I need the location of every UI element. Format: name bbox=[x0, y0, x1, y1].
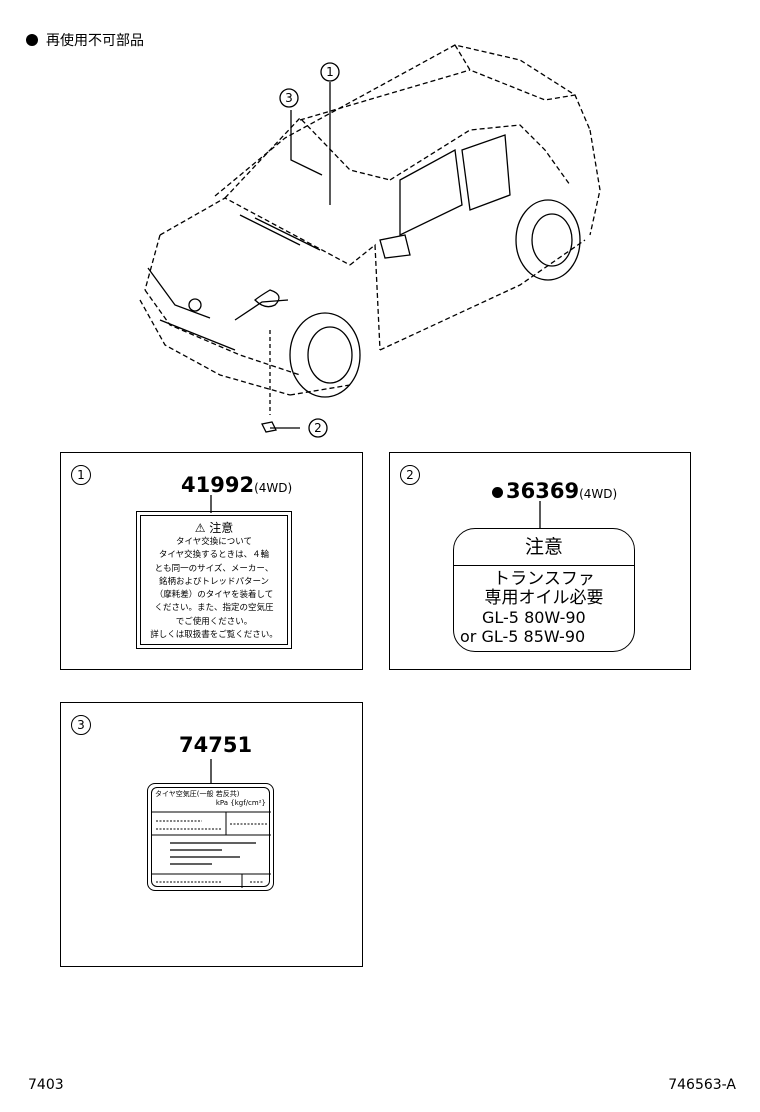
callout-3-text: 3 bbox=[285, 91, 293, 105]
label-41992-line: とも同一のサイズ、メーカー、 bbox=[154, 563, 274, 574]
callout-1-text: 1 bbox=[326, 65, 334, 79]
panel-3-part-number: 74751 bbox=[179, 733, 252, 757]
warning-triangle-icon: ⚠ bbox=[194, 521, 206, 535]
vehicle-illustration: 1 3 2 bbox=[139, 44, 601, 438]
callout-3-circle bbox=[279, 88, 299, 108]
panel-3-leader bbox=[210, 759, 212, 783]
panel-3: 3 74751 タイヤ空気圧(一般 若反共) kPa {kgf/cm²} bbox=[60, 702, 363, 967]
panel-2-note: (4WD) bbox=[579, 487, 618, 501]
label-36369-title: 注意 bbox=[454, 529, 634, 566]
label-41992-line: ください。また、指定の空気圧 bbox=[154, 603, 274, 614]
callout-2-text: 2 bbox=[314, 421, 322, 435]
panel-2-number: 2 bbox=[400, 465, 420, 485]
part-number-36369: 36369 bbox=[506, 479, 580, 503]
label-41992-body: タイヤ交換について タイヤ交換するときは、４輪 とも同一のサイズ、メーカー、 銘… bbox=[141, 536, 287, 642]
legend: 再使用不可部品 bbox=[26, 30, 144, 50]
panel-2-leader bbox=[539, 501, 541, 528]
panel-3-number: 3 bbox=[71, 715, 91, 735]
panel-1-leader bbox=[210, 495, 212, 513]
non-reusable-marker-icon bbox=[492, 487, 503, 498]
panel-2-part-number: 36369(4WD) bbox=[492, 479, 617, 503]
label-74751-header1: タイヤ空気圧(一般 若反共) bbox=[155, 790, 240, 798]
label-41992-line: 銘柄およびトレッドパターン bbox=[158, 576, 270, 587]
panel-1-note: (4WD) bbox=[254, 481, 293, 495]
label-36369-body: トランスファ 専用オイル必要 GL-5 80W-90 or GL-5 85W-9… bbox=[454, 566, 634, 647]
panel-1: 1 41992(4WD) ⚠ 注意 タイヤ交換について タイヤ交換するときは、４… bbox=[60, 452, 363, 670]
label-41992-line: でご使用ください。 bbox=[175, 616, 253, 627]
label-41992-title-text: 注意 bbox=[209, 521, 234, 535]
panel-2: 2 36369(4WD) 注意 トランスファ 専用オイル必要 GL-5 80W-… bbox=[389, 452, 691, 670]
non-reusable-bullet-icon bbox=[26, 34, 38, 46]
label-74751-header: タイヤ空気圧(一般 若反共) kPa {kgf/cm²} bbox=[152, 788, 269, 808]
label-41992: ⚠ 注意 タイヤ交換について タイヤ交換するときは、４輪 とも同一のサイズ、メー… bbox=[136, 511, 292, 649]
label-36369: 注意 トランスファ 専用オイル必要 GL-5 80W-90 or GL-5 85… bbox=[453, 528, 635, 652]
label-74751: タイヤ空気圧(一般 若反共) kPa {kgf/cm²} bbox=[147, 783, 274, 891]
label-41992-title: ⚠ 注意 bbox=[141, 519, 287, 536]
callout-2-circle bbox=[308, 418, 328, 438]
label-36369-line1: トランスファ bbox=[493, 569, 595, 589]
part-number-41992: 41992 bbox=[181, 473, 255, 497]
callout-1-circle bbox=[320, 62, 340, 82]
part-number-74751: 74751 bbox=[179, 733, 253, 757]
panel-1-number: 1 bbox=[71, 465, 91, 485]
label-36369-line3: GL-5 80W-90 bbox=[482, 608, 586, 627]
label-36369-line2: 専用オイル必要 bbox=[484, 588, 604, 608]
legend-text: 再使用不可部品 bbox=[46, 33, 144, 49]
label-41992-line: （摩耗差）のタイヤを装着して bbox=[154, 590, 274, 601]
label-74751-inner: タイヤ空気圧(一般 若反共) kPa {kgf/cm²} bbox=[151, 787, 271, 888]
label-41992-line: 詳しくは取扱書をご覧ください。 bbox=[150, 630, 278, 641]
label-36369-line4: or GL-5 85W-90 bbox=[460, 627, 586, 646]
label-41992-line: タイヤ交換するときは、４輪 bbox=[158, 550, 270, 561]
footer-right-code: 746563-A bbox=[668, 1077, 736, 1093]
label-74751-rules bbox=[152, 811, 271, 888]
label-41992-line: タイヤ交換について bbox=[176, 537, 252, 547]
label-41992-inner: ⚠ 注意 タイヤ交換について タイヤ交換するときは、４輪 とも同一のサイズ、メー… bbox=[140, 515, 288, 645]
panel-1-part-number: 41992(4WD) bbox=[181, 473, 292, 497]
footer-left-code: 7403 bbox=[28, 1077, 64, 1093]
label-74751-header2: kPa {kgf/cm²} bbox=[215, 799, 266, 807]
